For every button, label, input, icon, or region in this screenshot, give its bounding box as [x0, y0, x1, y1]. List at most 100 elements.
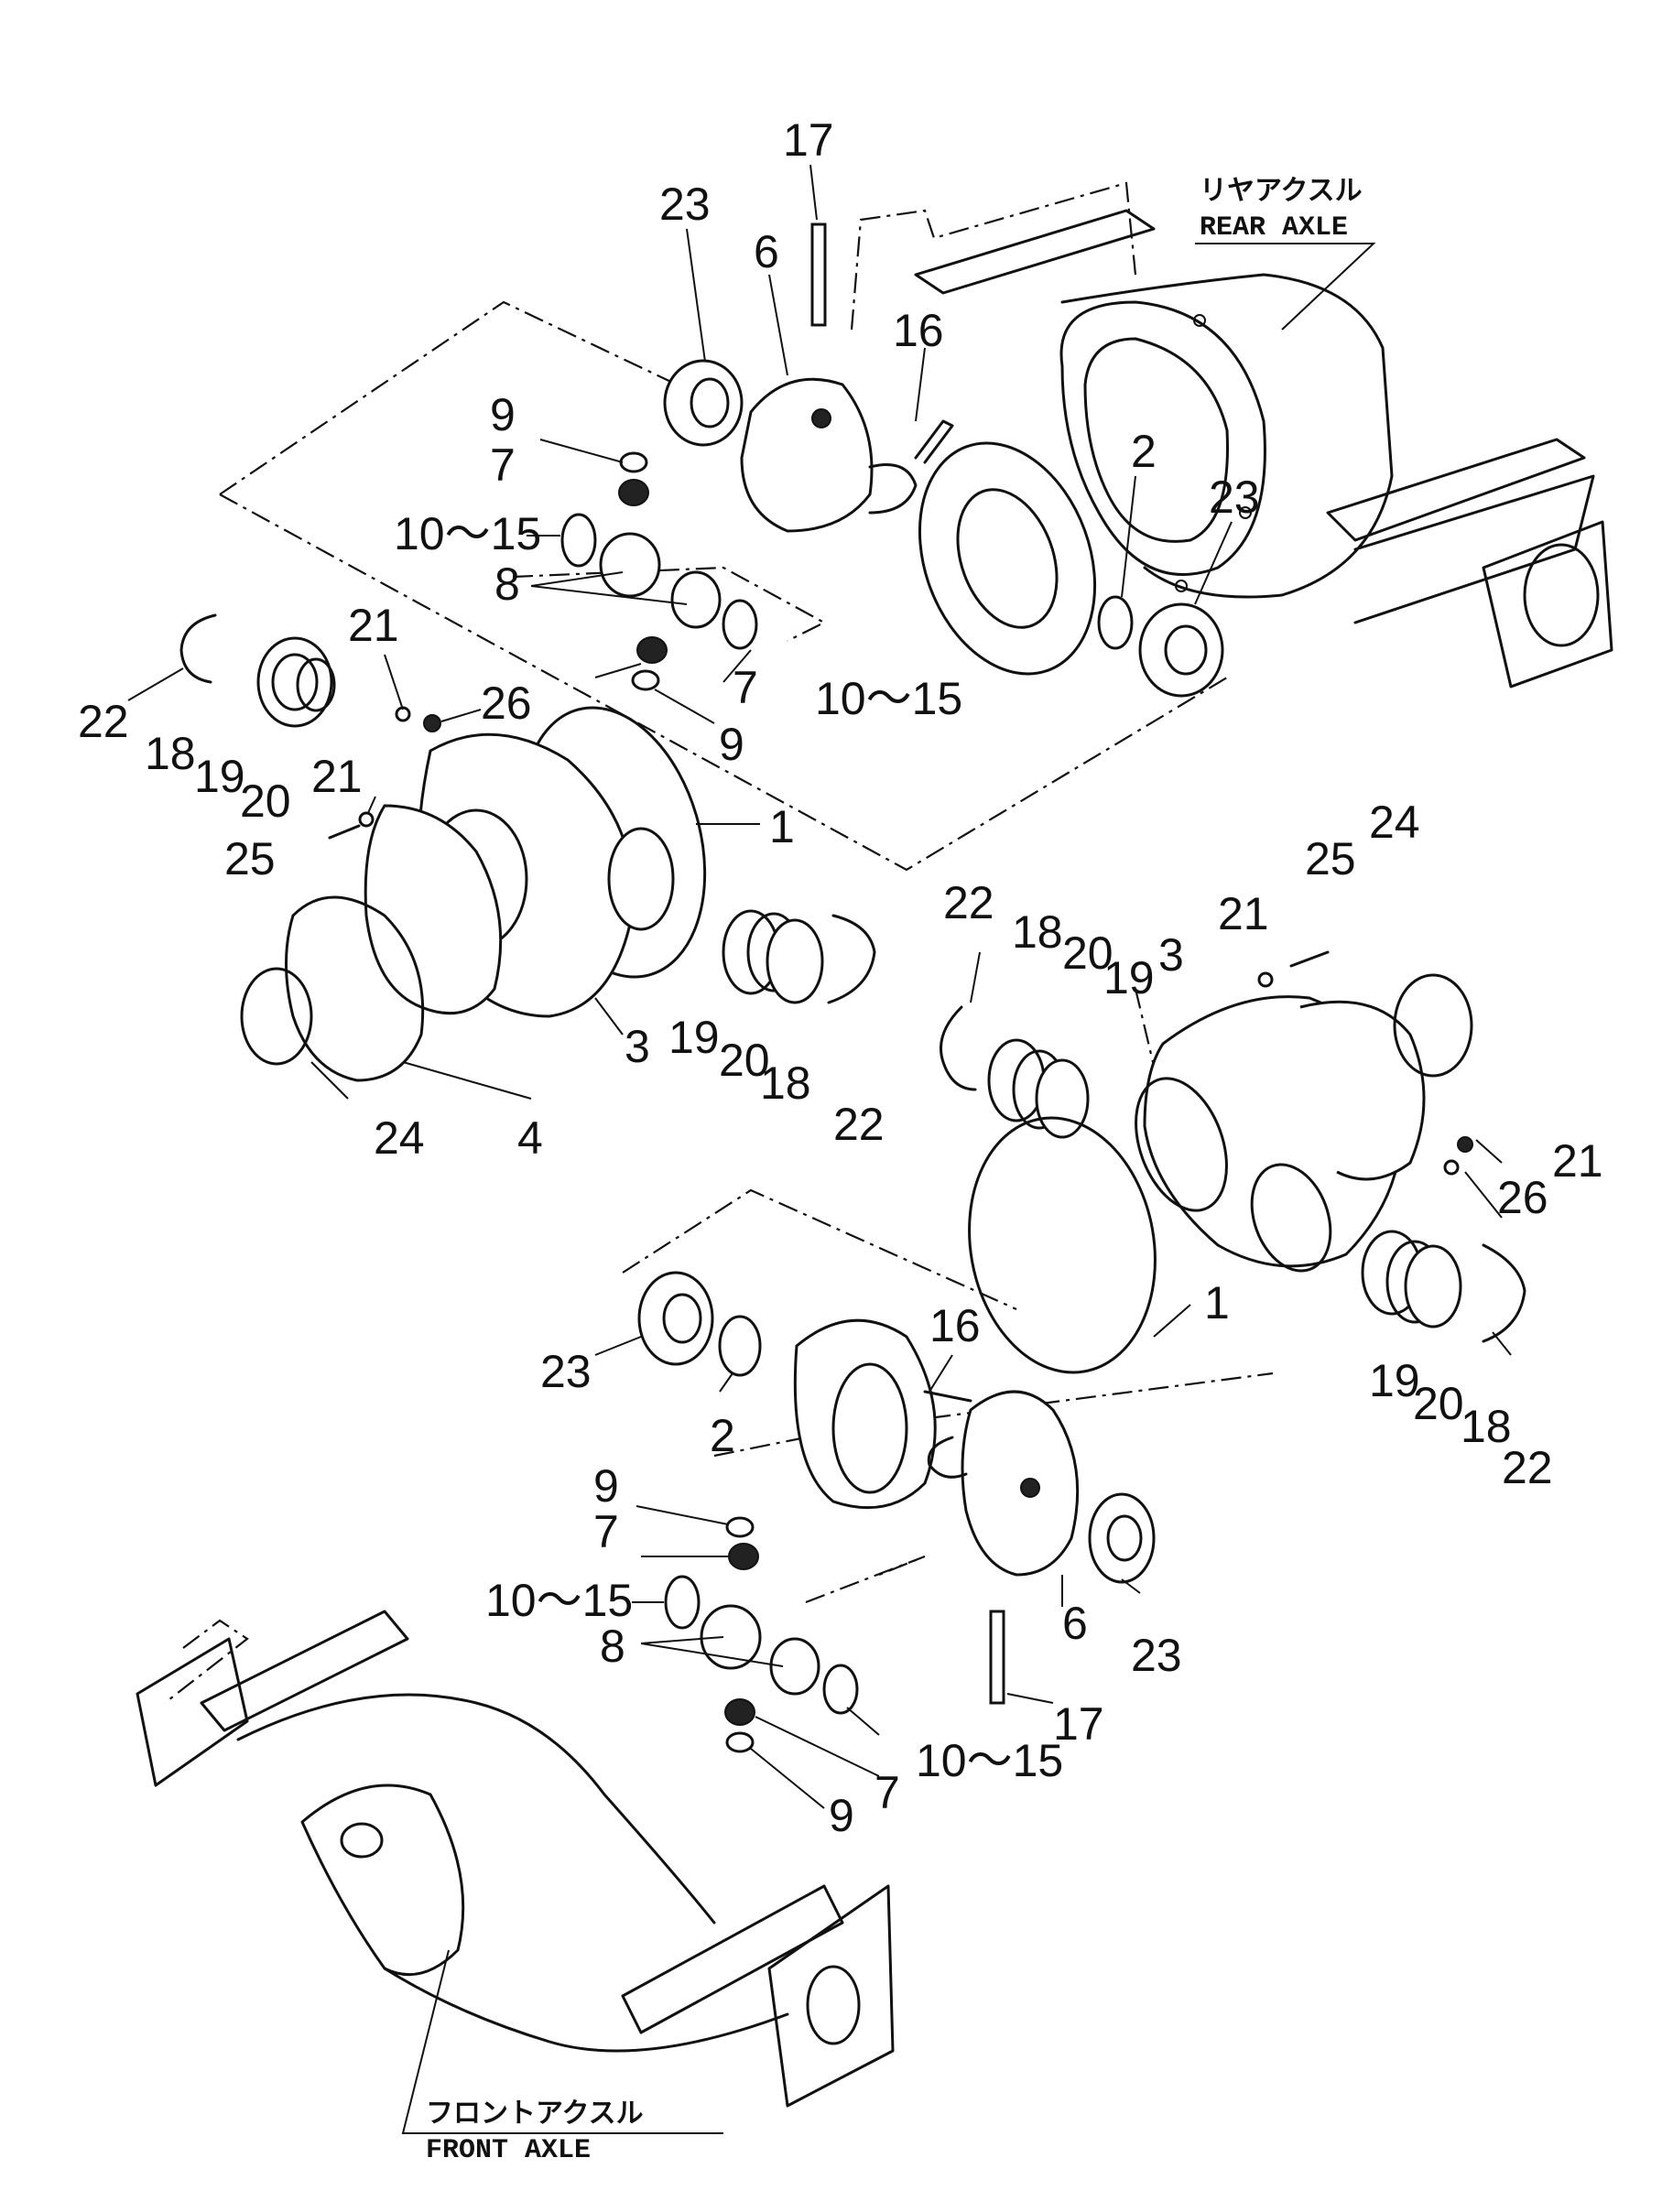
right-washer-21a: [1257, 971, 1274, 988]
left-washer-21b: [358, 811, 375, 828]
leader-lines: [127, 164, 1512, 1809]
callout-3-left: 3: [625, 1021, 650, 1072]
callout-9-front-top: 9: [593, 1460, 619, 1512]
rear-washer-9a: [619, 451, 648, 473]
callout-18-right-bottom: 18: [1461, 1401, 1512, 1452]
callout-7-rear-top: 7: [490, 439, 516, 491]
callout-20-right-bottom: 20: [1413, 1378, 1464, 1429]
front-washer-9b: [725, 1731, 755, 1753]
front-washer-9a: [725, 1516, 755, 1538]
callout-7-rear-bottom: 7: [733, 662, 758, 713]
callout-19-left-bottom: 19: [668, 1012, 720, 1063]
callout-19-right-top: 19: [1103, 952, 1155, 1003]
front-washer-10-15b: [822, 1664, 859, 1715]
callout-6-rear: 6: [754, 226, 779, 277]
right-seal-19a: [1035, 1058, 1090, 1139]
callout-21-right-top: 21: [1218, 888, 1269, 939]
callout-23-rear-right: 23: [1209, 472, 1260, 523]
callout-25-right: 25: [1305, 833, 1356, 884]
rear-ring-gear: [918, 441, 1097, 676]
callout-24-right: 24: [1369, 797, 1420, 848]
callout-26-left: 26: [481, 678, 532, 729]
callout-20-left-top: 20: [240, 775, 291, 827]
front-side-gear-8a: [700, 1604, 762, 1670]
callout-21-left-bottom: 21: [311, 751, 363, 802]
right-snap-ring-22a: [940, 1005, 977, 1091]
front-axle-label-en: FRONT AXLE: [426, 2135, 591, 2166]
right-o-ring-1: [968, 1116, 1157, 1374]
left-snap-ring-22a: [179, 613, 217, 684]
left-nut-26: [423, 714, 441, 732]
rear-pinion-7b: [636, 636, 668, 664]
left-washer-21a: [395, 706, 411, 722]
rear-bearing-23a: [663, 359, 744, 447]
callout-8-front: 8: [600, 1621, 625, 1672]
rear-axle-housing: [850, 181, 1613, 689]
right-carrier-assembly: [940, 950, 1526, 1374]
callout-18-left-top: 18: [145, 728, 196, 779]
left-gasket-4: [285, 895, 425, 1082]
callout-10-15-rear-left: 10～15: [394, 508, 541, 559]
rear-washer-2: [1097, 595, 1134, 650]
callout-1-right: 1: [1204, 1277, 1230, 1328]
callout-19-left-top: 19: [194, 751, 245, 802]
callout-6-front: 6: [1062, 1598, 1088, 1649]
rear-axle-label: リヤアクスル REAR AXLE: [1195, 175, 1376, 331]
callout-22-left-top: 22: [78, 696, 129, 747]
callout-21-left-top: 21: [348, 600, 399, 651]
callout-9-front-bottom: 9: [829, 1790, 854, 1841]
callout-9-rear-bottom: 9: [719, 719, 744, 770]
front-axle-housing: [136, 1610, 895, 2108]
rear-side-gear-8a: [599, 532, 661, 598]
front-axle-label-ja: フロントアクスル: [426, 2098, 644, 2130]
left-carrier-assembly: [179, 613, 876, 1082]
front-washer-10-15a: [664, 1575, 701, 1630]
callout-10-15-rear-right: 10～15: [815, 673, 962, 724]
front-side-gear-8b: [769, 1637, 820, 1696]
right-snap-ring-22b: [1482, 1243, 1526, 1343]
right-o-ring-24: [1393, 973, 1473, 1078]
callout-16-rear: 16: [893, 305, 944, 356]
rear-differential-gear-set: [219, 222, 1228, 872]
right-washer-21b: [1443, 1159, 1460, 1176]
callout-16-front: 16: [929, 1300, 981, 1351]
callout-20-right-top: 20: [1062, 927, 1113, 979]
callout-18-left-bottom: 18: [760, 1057, 811, 1109]
callout-19-right-bottom: 19: [1369, 1355, 1420, 1406]
front-differential-gear-set: [622, 1188, 1274, 1753]
callout-1-left: 1: [769, 801, 795, 852]
callout-21-right-bottom: 21: [1552, 1135, 1603, 1187]
front-pinion-7b: [724, 1698, 755, 1726]
front-pinion-shaft-17: [989, 1610, 1005, 1705]
callout-numbers: 17 23 6 16 9 7 10～15 8 2 23 7 10～15 9 22…: [78, 114, 1603, 1841]
callout-9-rear-top: 9: [490, 389, 516, 440]
callout-8-rear: 8: [494, 558, 520, 610]
rear-washer-10-15b: [722, 599, 758, 650]
rear-pinion-shaft-17: [810, 222, 827, 327]
rear-bearing-23b: [1138, 602, 1224, 698]
front-axle-label: フロントアクスル FRONT AXLE: [401, 1949, 723, 2166]
callout-23-front-right: 23: [1131, 1630, 1182, 1681]
rear-axle-label-en: REAR AXLE: [1200, 212, 1348, 244]
callout-18-right-top: 18: [1012, 906, 1063, 958]
callout-22-right-top: 22: [943, 877, 994, 928]
callout-4-left: 4: [517, 1112, 543, 1164]
left-carrier-bore: [607, 827, 675, 931]
left-seal-18b: [766, 918, 824, 1004]
callout-20-left-bottom: 20: [719, 1035, 770, 1086]
front-bearing-23b: [1088, 1492, 1156, 1584]
callout-23-front-left: 23: [540, 1346, 592, 1397]
callout-2-rear: 2: [1131, 426, 1157, 477]
right-seal-18b: [1404, 1244, 1462, 1328]
rear-washer-9b: [631, 669, 660, 691]
callout-17-front: 17: [1053, 1698, 1104, 1750]
front-pinion-7a: [728, 1543, 759, 1570]
callout-3-right: 3: [1158, 929, 1184, 981]
front-bearing-23a: [637, 1271, 714, 1366]
right-bolt-25: [1289, 950, 1330, 968]
left-snap-ring-22b: [827, 914, 876, 1004]
right-nut-26: [1457, 1136, 1473, 1153]
callout-7-front-bottom: 7: [874, 1767, 900, 1818]
callout-22-left-bottom: 22: [833, 1099, 885, 1150]
